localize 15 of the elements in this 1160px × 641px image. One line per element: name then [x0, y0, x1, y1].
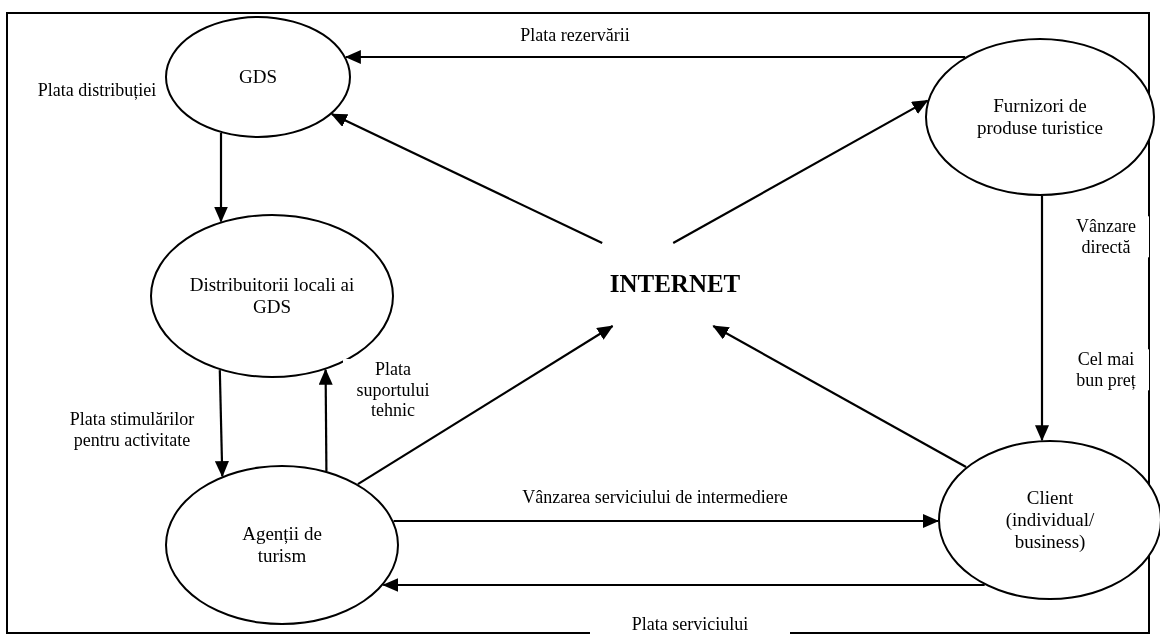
node-text: Furnizori de produse turistice — [975, 95, 1105, 139]
arrow — [214, 133, 228, 223]
node-text: GDS — [239, 66, 277, 88]
arrow — [1035, 196, 1049, 442]
node-text: Agenții de turism — [241, 523, 323, 567]
arrow — [357, 325, 614, 486]
node-text: Client (individual/ business) — [1004, 487, 1096, 553]
node-text: Distribuitorii locali ai GDS — [188, 274, 356, 318]
node-label: INTERNET — [609, 270, 741, 299]
arrow — [214, 370, 229, 478]
arrow — [318, 368, 333, 471]
arrow — [330, 113, 603, 244]
edge-label: Plata stimulărilor pentru activitate — [67, 409, 197, 451]
arrow — [712, 325, 967, 468]
arrow — [382, 578, 985, 592]
